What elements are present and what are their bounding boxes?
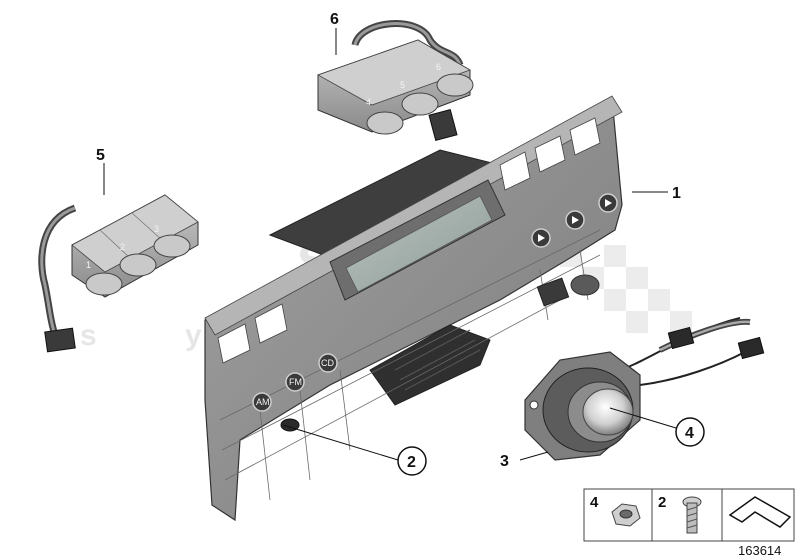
callouts: 1 2 3 4 5 6 — [96, 11, 705, 476]
nut-icon — [611, 503, 641, 527]
switch-right-label-4: 4 — [366, 97, 371, 107]
callout-6: 6 — [330, 11, 339, 28]
callout-5: 5 — [96, 147, 105, 164]
switch-left-label-3: 3 — [154, 224, 159, 234]
screw-icon — [682, 496, 702, 534]
panel-preset-buttons: AM FM CD — [252, 353, 338, 412]
cd-button-label: CD — [321, 358, 334, 368]
switch-left-label-1: 1 — [86, 260, 91, 270]
switch-block-part5: 1 2 3 — [38, 194, 199, 353]
reference-number: 163614 — [738, 543, 781, 558]
legend-item-b-number: 2 — [658, 494, 666, 511]
switch-right-label-6: 6 — [436, 62, 441, 72]
callout-4-circle — [675, 417, 705, 447]
leader-lines — [103, 28, 677, 461]
am-button-label: AM — [256, 397, 270, 407]
switch-left-label-2: 2 — [120, 242, 125, 252]
legend-box: 4 2 163614 — [583, 488, 795, 558]
switch-right-label-5: 5 — [400, 80, 405, 90]
rotary-knob-part3-4 — [524, 317, 765, 461]
callout-2: 2 — [407, 454, 416, 471]
callout-1: 1 — [672, 185, 681, 202]
fm-button-label: FM — [289, 377, 302, 387]
callout-2-circle — [397, 446, 427, 476]
callout-4: 4 — [685, 425, 694, 442]
legend-item-a-number: 4 — [590, 494, 599, 511]
callout-3: 3 — [500, 453, 509, 470]
bracket-icon — [728, 496, 792, 528]
switch-block-part6: 4 5 6 — [317, 20, 474, 142]
watermark-checker — [560, 245, 692, 333]
control-panel-part1: AM FM CD — [204, 95, 623, 522]
